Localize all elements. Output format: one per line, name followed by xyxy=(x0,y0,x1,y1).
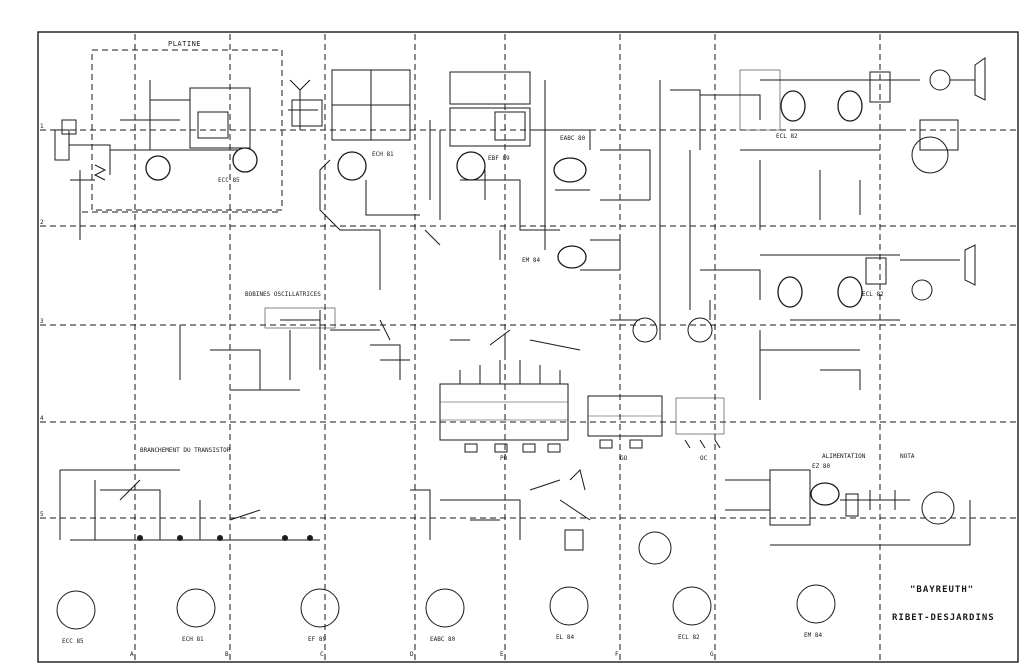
tube-eabc80 xyxy=(553,157,587,183)
socket-eabc80-label: EABC 80 xyxy=(430,636,456,643)
drawing-title: "BAYREUTH" xyxy=(910,585,974,595)
note-label: NOTA xyxy=(900,453,915,460)
grid-cols xyxy=(134,34,881,660)
tube-eabc80-label: EABC 80 xyxy=(560,135,586,142)
detector-wiring xyxy=(319,80,701,310)
tube-ecl82-b-label: ECL 82 xyxy=(862,291,884,298)
socket-ecl82-label: ECL 82 xyxy=(678,634,700,641)
bobines-label: BOBINES OSCILLATRICES xyxy=(245,291,321,298)
tube-ech81 xyxy=(337,151,367,181)
branchement-block: BRANCHEMENT DU TRANSISTOR xyxy=(59,447,320,541)
switchbank-oc-label: OC xyxy=(700,455,708,462)
alimentation-label: ALIMENTATION xyxy=(822,453,866,460)
audio-output-upper xyxy=(700,57,986,230)
grid-rows xyxy=(40,129,1016,519)
col-marker-d: D xyxy=(410,651,414,658)
tube-ez80-label: EZ 80 xyxy=(812,463,830,470)
tube-em84 xyxy=(557,245,587,269)
row-marker-4: 4 xyxy=(40,415,44,422)
socket-ecc85 xyxy=(56,590,96,630)
socket-ecc85-label: ECC 85 xyxy=(62,638,84,645)
row-marker-5: 5 xyxy=(40,511,44,518)
socket-ech81-label: ECH 81 xyxy=(182,636,204,643)
switchbank-go-label: GO xyxy=(620,455,628,462)
platine-block: PLATINE ECC 85 xyxy=(54,40,283,240)
tube-ecl82-a xyxy=(780,90,806,122)
col-marker-g: G xyxy=(710,651,714,658)
socket-row: ECC 85 ECH 81 EF 89 EABC 80 EL 84 ECL 82… xyxy=(56,584,836,645)
drawing-brand: RIBET-DESJARDINS xyxy=(892,613,995,623)
tone-control-block xyxy=(410,469,591,551)
if-transformers xyxy=(288,69,531,147)
sheet-border xyxy=(37,31,1019,663)
alimentation-block: ALIMENTATION NOTA EZ 80 xyxy=(725,453,971,546)
tube-ebf89 xyxy=(456,151,486,181)
tube-ebf89-label: EBF 89 xyxy=(488,155,510,162)
tube-ecl82-a-label: ECL 82 xyxy=(776,133,798,140)
socket-eabc80 xyxy=(425,588,465,628)
tube-ecc85-label: ECC 85 xyxy=(218,177,240,184)
socket-em84-label: EM 84 xyxy=(804,632,822,639)
tube-ez80 xyxy=(810,482,840,506)
socket-el84-label: EL 84 xyxy=(556,634,574,641)
audio-output-lower xyxy=(610,244,976,400)
branchement-label: BRANCHEMENT DU TRANSISTOR xyxy=(140,447,231,454)
socket-ech81 xyxy=(176,588,216,628)
bobines-block: BOBINES OSCILLATRICES xyxy=(179,291,410,391)
row-marker-2: 2 xyxy=(40,219,44,226)
row-marker-1: 1 xyxy=(40,123,44,130)
platine-label: PLATINE xyxy=(168,40,201,48)
socket-em84-mid xyxy=(638,531,672,565)
switch-bank-1: PO xyxy=(439,329,581,462)
socket-ef89 xyxy=(300,588,340,628)
socket-ef89-label: EF 89 xyxy=(308,636,326,643)
tube-ecl82-d xyxy=(837,276,863,308)
tube-ecl82-b xyxy=(837,90,863,122)
switchbank-po-label: PO xyxy=(500,455,508,462)
col-marker-a: A xyxy=(130,651,134,658)
col-marker-f: F xyxy=(615,651,619,658)
socket-em84 xyxy=(796,584,836,624)
socket-ecl82 xyxy=(672,586,712,626)
socket-el84 xyxy=(549,586,589,626)
tube-ecl82-c xyxy=(777,276,803,308)
switch-bank-3: OC xyxy=(675,397,725,462)
col-marker-c: C xyxy=(320,651,324,658)
row-marker-3: 3 xyxy=(40,318,44,325)
tube-ech81-label: ECH 81 xyxy=(372,151,394,158)
switch-bank-2: GO xyxy=(587,395,663,462)
col-marker-e: E xyxy=(500,651,504,658)
tube-em84-label: EM 84 xyxy=(522,257,540,264)
col-marker-b: B xyxy=(225,651,229,658)
